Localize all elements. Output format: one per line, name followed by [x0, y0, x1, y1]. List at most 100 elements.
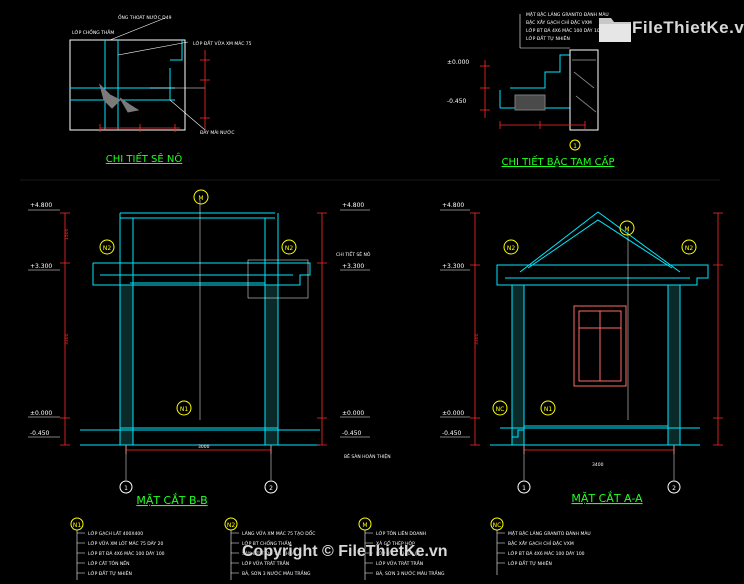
legend-nc: NC MẶT BẬC LÁNG GRANITO ĐÁNH MÀU BẬC XÂY… — [490, 517, 591, 575]
legend-n1-marker: N1 — [73, 522, 81, 529]
section-bb-title: MẶT CẮT B-B — [136, 493, 207, 507]
section-aa — [470, 211, 723, 480]
bb-eave-slab — [92, 262, 311, 286]
legend-m-line: XÀ GỒ THÉP HỘP — [376, 538, 415, 547]
bb-marker-n2-l: N2 — [103, 245, 111, 252]
aa-level-floor: ±0.000 — [442, 410, 464, 417]
aa-markers — [492, 220, 697, 494]
aa-window-mullions — [579, 311, 621, 381]
stair-hatch — [572, 59, 597, 113]
legend-n1-line: LỚP CÁT TÔN NỀN — [88, 559, 129, 567]
bb-dim-left — [60, 212, 70, 446]
aa-axis-2: 2 — [672, 485, 676, 492]
eave-dim-v — [200, 50, 210, 130]
aa-level-eave: +3.300 — [442, 263, 464, 270]
legend-m-line: LỚP TÔN LIÊN DOANH — [376, 529, 426, 537]
bb-axis-1: 1 — [124, 485, 128, 492]
aa-marker-n2-l: N2 — [507, 245, 515, 252]
aa-level-ground: -0.450 — [442, 430, 462, 437]
bb-level-eave-r: +3.300 — [342, 263, 364, 270]
aa-col-left — [511, 284, 525, 446]
legend-n2-line: BẢ, SƠN 3 NƯỚC MÀU TRẮNG — [242, 569, 311, 577]
watermark-name: FileThietKe.vn — [632, 18, 744, 37]
aa-axis-1: 1 — [522, 485, 526, 492]
legend-n2-line: SÀN BTCT ĐỔ TẠI CHỖ — [242, 549, 293, 557]
bb-level-ground-l: -0.450 — [30, 430, 50, 437]
legend-nc-line: LỚP ĐẤT TỰ NHIÊN — [508, 559, 552, 567]
legend-n2: N2 LÁNG VỮA XM MÁC 75 TẠO DỐC LỚP BT CHỐ… — [224, 517, 315, 580]
eave-dim-h — [99, 124, 180, 132]
eave-detail-title: CHI TIẾT SÊ NÔ — [106, 151, 183, 165]
legend-m-line: LỚP BTCT CHỊU LỰC — [376, 550, 422, 557]
eave-note-4: ĐÁY MÁI NƯỚC — [200, 129, 235, 136]
legend-n2-marker: N2 — [227, 522, 235, 529]
legend-m-line: BẢ, SƠN 3 NƯỚC MÀU TRẮNG — [376, 569, 445, 577]
aa-span: 3400 — [592, 462, 604, 468]
eave-hatch-2 — [119, 97, 140, 113]
eave-note-1: ỐNG THOÁT NƯỚC D49 — [118, 13, 172, 21]
legend-block: N1 LỚP GẠCH LÁT 400X400 LỚP VỮA XM LÓT M… — [70, 517, 591, 580]
section-bb — [60, 200, 327, 480]
bb-col-left — [119, 284, 134, 446]
stair-detail-title: CHI TIẾT BẬC TAM CẤP — [502, 154, 615, 168]
bb-dim-1500: 1500 — [64, 228, 70, 240]
stair-wall — [569, 49, 599, 131]
legend-n1-line: LỚP VỮA XM LÓT MÁC 75 DÀY 20 — [88, 540, 163, 547]
stair-level-top: ±0.000 — [447, 59, 469, 66]
eave-detail-frame — [69, 39, 186, 131]
bb-span: 3000 — [198, 444, 210, 450]
eave-hatch — [99, 83, 121, 109]
bb-level-top-l: +4.800 — [30, 202, 52, 209]
bb-dim-right — [317, 212, 327, 446]
bb-axis-2: 2 — [269, 485, 273, 492]
bb-col-right — [264, 284, 279, 446]
legend-nc-line: MẶT BẬC LÁNG GRANITO ĐÁNH MÀU — [508, 530, 591, 537]
stair-note-4: LỚP ĐẤT TỰ NHIÊN — [526, 34, 570, 42]
bb-dim-3300: 3300 — [64, 333, 70, 345]
legend-n2-line: LỚP VỮA TRÁT TRẦN — [242, 559, 289, 567]
bb-marker-m: M — [198, 195, 203, 202]
aa-marker-n1: N1 — [544, 406, 552, 413]
bb-level-top-r: +4.800 — [342, 202, 364, 209]
bb-parapet — [120, 212, 275, 219]
legend-n1-line: LỚP GẠCH LÁT 400X400 — [88, 530, 143, 537]
eave-note-2: LỚP CHỐNG THẤM — [72, 28, 114, 36]
aa-stair — [490, 429, 524, 446]
stair-note-1: MẶT BẬC LÁNG GRANITO ĐÁNH MÀU — [526, 11, 609, 18]
aa-floor — [500, 425, 700, 446]
aa-dim-right — [713, 212, 723, 446]
legend-nc-line: LỚP BT ĐÁ 4X6 MÁC 100 DÀY 100 — [508, 550, 585, 557]
aa-dim-bottom — [523, 446, 675, 454]
aa-col-right — [667, 284, 681, 446]
folder-icon — [599, 18, 631, 42]
stair-level-bottom: -0.450 — [447, 98, 467, 105]
aa-eave-slab — [496, 264, 709, 286]
stair-fill — [514, 94, 546, 111]
legend-n1-line: LỚP ĐẤT TỰ NHIÊN — [88, 569, 132, 577]
stair-note-3: LỚP BT ĐÁ 4X6 MÁC 100 DÀY 100 — [526, 27, 603, 34]
bb-level-floor-l: ±0.000 — [30, 410, 52, 417]
aa-gable — [519, 211, 681, 273]
stair-note-2: BẬC XÂY GẠCH CHỈ ĐẶC VXM — [526, 18, 592, 26]
bb-callout-eave: CHI TIẾT SÊ NÔ — [336, 250, 371, 258]
legend-m-line: LỚP VỮA TRÁT TRẦN — [376, 559, 423, 567]
legend-nc-line: BẬC XÂY GẠCH CHỈ ĐẶC VXM — [508, 539, 574, 547]
bb-level-ground-r: -0.450 — [342, 430, 362, 437]
legend-n2-line: LÁNG VỮA XM MÁC 75 TẠO DỐC — [242, 529, 315, 537]
bb-level-eave-l: +3.300 — [30, 263, 52, 270]
stair-leader — [519, 14, 570, 49]
aa-marker-nc: NC — [496, 406, 505, 413]
bb-level-marks — [28, 209, 370, 438]
aa-level-top: +4.800 — [442, 202, 464, 209]
aa-dim-3300: 3300 — [474, 333, 480, 345]
legend-n1-line: LỚP BT ĐÁ 4X6 MÁC 100 DÀY 100 — [88, 550, 165, 557]
stair-dims — [480, 60, 586, 129]
eave-detail — [69, 17, 210, 132]
bb-callout-finish: BÊ SÀN HOÀN THIỆN — [344, 452, 391, 460]
legend-n1: N1 LỚP GẠCH LÁT 400X400 LỚP VỮA XM LÓT M… — [70, 517, 165, 580]
bb-floor — [80, 427, 320, 446]
legend-n2-line: LỚP BT CHỐNG THẤM — [242, 539, 292, 547]
bb-columns — [119, 213, 279, 445]
bb-level-floor-r: ±0.000 — [342, 410, 364, 417]
